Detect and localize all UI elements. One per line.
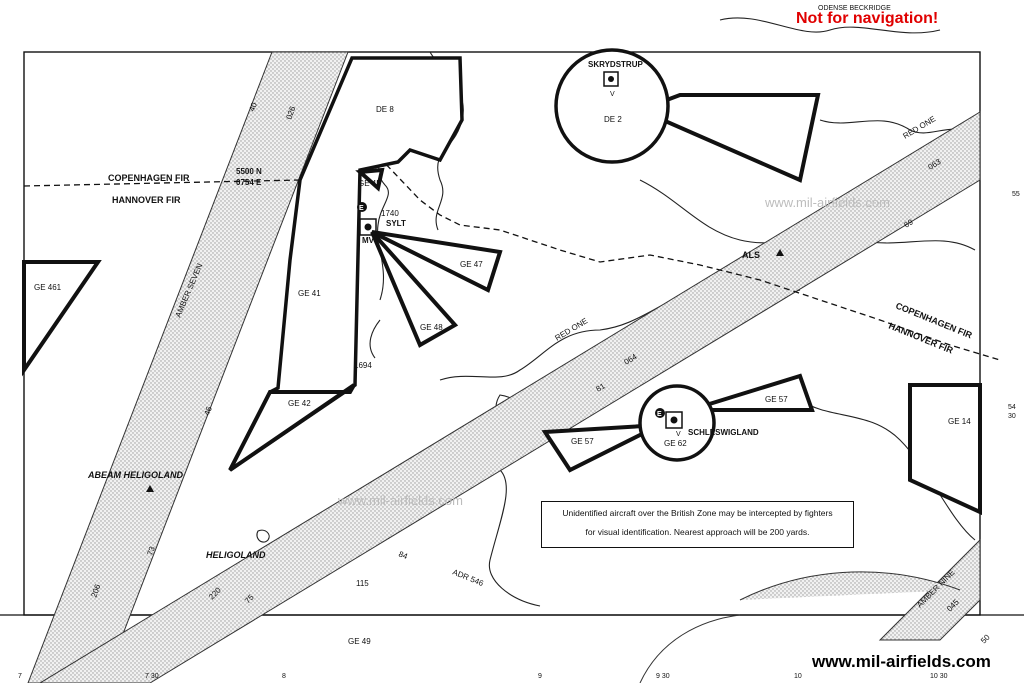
edge-1030: 10 30 <box>930 673 948 680</box>
label-als: ALS <box>742 250 760 260</box>
schleswig-e-letter: E <box>657 411 662 418</box>
label-heligoland: HELIGOLAND <box>206 550 266 560</box>
track-026: 026 <box>284 105 297 121</box>
site-credit-link[interactable]: www.mil-airfields.com <box>812 652 991 671</box>
edge-930: 9 30 <box>656 673 670 680</box>
area-ge14 <box>908 383 982 516</box>
sylt-e-marker-icon <box>357 202 367 212</box>
airway-red-one <box>39 111 981 683</box>
label-abeam: ABEAM HELIGOLAND <box>87 470 183 480</box>
area-ge47 <box>371 230 503 293</box>
notice-line-2: for visual identification. Nearest appro… <box>585 527 810 537</box>
area-ge41-outline <box>228 56 464 472</box>
area-ge62-circle <box>638 384 716 462</box>
range-arc-west <box>639 614 741 683</box>
track-115: 115 <box>356 579 369 588</box>
skrydstrup-v-label: V <box>610 91 615 98</box>
fir-label-hannover-west: HANNOVER FIR <box>112 195 181 205</box>
coast-kiel <box>799 399 976 541</box>
area-ge48 <box>370 230 459 348</box>
area-label-ge49: GE 49 <box>348 637 371 646</box>
area-label-de8: DE 8 <box>376 105 394 114</box>
area-label-ge48: GE 48 <box>420 323 443 332</box>
airfield-symbols <box>146 71 784 492</box>
edge-55: 55 <box>1012 191 1020 198</box>
area-label-ge62: GE 62 <box>664 439 687 448</box>
airway-label-red-one-west: RED ONE <box>553 316 589 342</box>
coast-fyn <box>719 17 941 34</box>
skrydstrup-symbol-icon <box>603 71 619 87</box>
area-ge45 <box>355 167 385 192</box>
area-ge57-east <box>689 373 815 412</box>
area-label-ge57-west: GE 57 <box>571 437 594 446</box>
coord-lat-label: 5500 N <box>236 167 262 176</box>
airway-amber-seven <box>27 51 349 683</box>
schleswigland-e-marker-icon <box>655 408 665 418</box>
airway-num-46: 46 <box>202 405 214 417</box>
not-for-navigation-warning: Not for navigation! <box>796 10 939 27</box>
watermark-2: www.mil-airfields.com <box>764 195 890 210</box>
edge-10: 10 <box>794 673 802 680</box>
edge-30: 30 <box>1008 413 1016 420</box>
schleswigland-symbol-icon <box>665 411 683 429</box>
sylt-symbol-icon <box>359 218 377 236</box>
sylt-mv-label: MV <box>362 236 375 245</box>
edge-54: 54 <box>1008 404 1016 411</box>
area-ge57-west <box>541 423 661 473</box>
interception-notice: Unidentified aircraft over the British Z… <box>541 501 854 548</box>
schleswigland-v-label: V <box>676 431 681 438</box>
fir-label-copenhagen-west: COPENHAGEN FIR <box>108 173 190 183</box>
area-ge461 <box>22 260 102 377</box>
area-ge42-outline <box>228 383 356 472</box>
airway-num-40: 40 <box>247 101 259 113</box>
label-schleswigland: SCHLESWIGLAND <box>688 428 759 437</box>
area-label-ge45: GE 45 <box>358 179 381 188</box>
restricted-areas <box>22 56 982 516</box>
elevation-1694: 1694 <box>354 361 372 370</box>
area-label-ge47: GE 47 <box>460 260 483 269</box>
area-label-de2: DE 2 <box>604 115 622 124</box>
island-heligoland <box>256 529 270 543</box>
edge-730: 7 30 <box>145 673 159 680</box>
area-label-ge14: GE 14 <box>948 417 971 426</box>
edge-7: 7 <box>18 673 22 680</box>
airway-num-84: 84 <box>397 550 409 562</box>
edge-top-label: ODENSE BECKRIDGE <box>818 5 891 12</box>
area-de2-circle <box>554 48 670 164</box>
area-label-ge42: GE 42 <box>288 399 311 408</box>
sylt-e-letter: E <box>359 205 364 212</box>
coord-lon-label: 0754 E <box>236 178 262 187</box>
abeam-heligoland-triangle-icon <box>146 485 154 492</box>
airway-num-73: 73 <box>145 545 157 557</box>
airway-label-adr: ADR 546 <box>451 568 485 589</box>
label-skrydstrup: SKRYDSTRUP <box>588 60 643 69</box>
edge-9: 9 <box>538 673 542 680</box>
airway-num-50: 50 <box>979 632 992 645</box>
area-label-ge41: GE 41 <box>298 289 321 298</box>
als-triangle-icon <box>776 249 784 256</box>
label-sylt: SYLT <box>386 219 406 228</box>
coast-island-1694 <box>369 319 381 359</box>
watermark-1: www.mil-airfields.com <box>337 493 463 508</box>
sylt-dot-icon <box>364 223 372 231</box>
area-label-ge57-east: GE 57 <box>765 395 788 404</box>
elevation-1740: 1740 <box>381 209 399 218</box>
notice-line-1: Unidentified aircraft over the British Z… <box>562 508 833 518</box>
edge-labels: 7 7 30 8 9 9 30 10 10 30 54 30 55 ODENSE… <box>18 5 1020 680</box>
schleswigland-dot-icon <box>670 416 678 424</box>
edge-8: 8 <box>282 673 286 680</box>
track-206: 206 <box>89 583 102 599</box>
range-arc-east <box>739 571 961 601</box>
area-label-ge461: GE 461 <box>34 283 62 292</box>
area-labels: DE 8 DE 2 GE 45 GE 47 GE 48 GE 41 GE 42 … <box>34 105 971 646</box>
skrydstrup-dot-icon <box>608 76 614 82</box>
